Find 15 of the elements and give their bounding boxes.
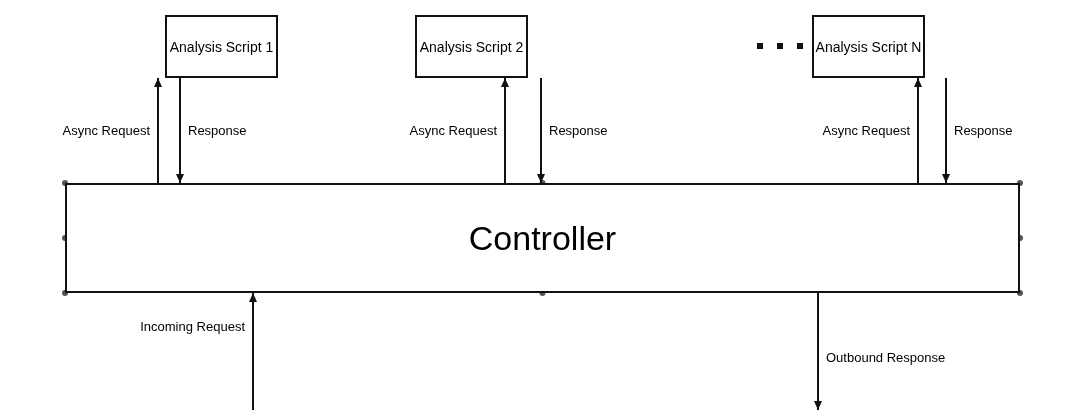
arrow (501, 77, 509, 184)
process-box (415, 15, 528, 78)
arrow (176, 77, 184, 184)
arrow (914, 77, 922, 184)
process-box (165, 15, 278, 78)
node-label: Analysis Script N (815, 38, 922, 55)
arrow (814, 292, 822, 411)
node-label: Analysis Script 1 (169, 38, 274, 55)
process-box (812, 15, 925, 78)
arrow (942, 77, 950, 184)
arrow (154, 77, 162, 184)
node-label: Controller (468, 218, 617, 258)
arrow (537, 77, 545, 184)
node-label: Analysis Script 2 (419, 38, 524, 55)
arrow (249, 292, 257, 411)
